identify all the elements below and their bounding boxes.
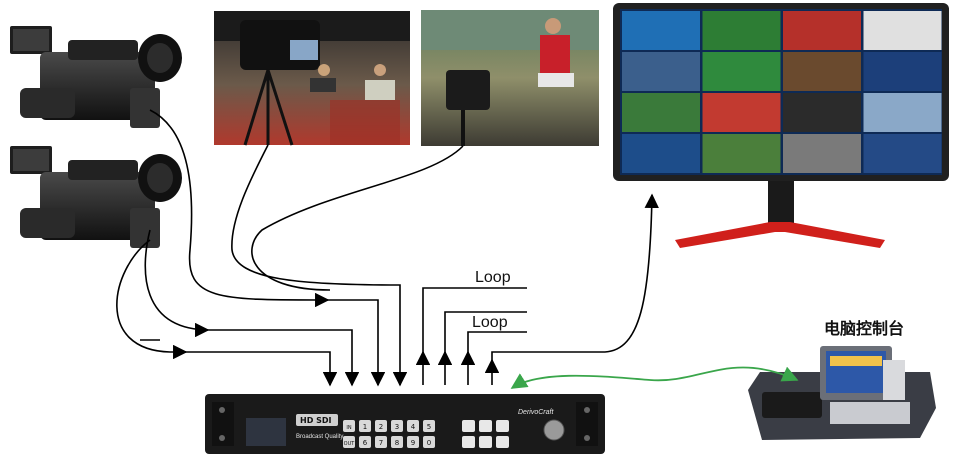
input-cables xyxy=(116,109,464,387)
video-wall-tile xyxy=(702,52,781,91)
keypad-key[interactable] xyxy=(359,436,371,448)
keypad-key[interactable] xyxy=(375,436,387,448)
function-key[interactable] xyxy=(496,436,509,448)
loop-cables xyxy=(415,287,527,385)
video-wall-tile xyxy=(783,93,861,132)
camcorder-icon xyxy=(10,26,182,128)
jog-knob xyxy=(543,419,565,441)
cable-direction-arrows xyxy=(173,292,330,360)
device-brand-badge: HD SDI xyxy=(300,416,332,425)
video-wall-tile xyxy=(702,93,781,132)
keypad-key[interactable] xyxy=(423,436,435,448)
video-wall-tile xyxy=(783,134,861,173)
keypad-key-label: IN xyxy=(346,425,351,431)
video-wall-tile xyxy=(622,52,700,91)
device-logo: DerivoCraft xyxy=(518,409,554,416)
monitor-output-cable xyxy=(491,193,659,385)
video-wall-tile xyxy=(863,93,942,132)
keypad-key-label: 2 xyxy=(379,423,383,431)
video-wall-tile xyxy=(863,52,942,91)
function-key[interactable] xyxy=(479,420,492,432)
keypad-key-label: OUT xyxy=(344,441,356,447)
keypad-key[interactable] xyxy=(343,420,355,432)
video-wall-tile xyxy=(622,93,700,132)
camcorder-icon xyxy=(10,146,182,248)
keypad-key-label: 9 xyxy=(411,439,415,447)
monitor-icon xyxy=(613,3,949,248)
video-wall-tile xyxy=(702,11,781,50)
video-wall-tile xyxy=(863,11,942,50)
video-wall-tile xyxy=(783,11,861,50)
keypad-key-label: 6 xyxy=(363,439,368,447)
keypad-key-label: 5 xyxy=(427,423,431,431)
keypad-key-label: 1 xyxy=(363,423,367,431)
control-link-cable xyxy=(510,366,799,389)
keypad-key[interactable] xyxy=(391,420,403,432)
keypad-key-label: 0 xyxy=(427,439,431,447)
computer-console-icon xyxy=(748,346,936,440)
loop-label-1: Loop xyxy=(475,269,511,286)
keypad-key[interactable] xyxy=(375,420,387,432)
control-station-label: 电脑控制台 xyxy=(824,319,904,338)
keypad-key-label: 3 xyxy=(395,423,399,431)
function-key[interactable] xyxy=(496,420,509,432)
video-wall-tile xyxy=(863,134,942,173)
video-wall-tile xyxy=(702,134,781,173)
video-wall-tile xyxy=(622,134,700,173)
keypad-key[interactable] xyxy=(407,436,419,448)
outdoor-camera-photo xyxy=(421,10,599,146)
keypad-key-label: 7 xyxy=(379,439,383,447)
keypad-key-label: 4 xyxy=(411,423,416,431)
function-key[interactable] xyxy=(462,436,475,448)
video-wall-tile xyxy=(622,11,700,50)
keypad-key[interactable] xyxy=(407,420,419,432)
keypad-key-label: 8 xyxy=(395,439,399,447)
video-wall-tile xyxy=(783,52,861,91)
keypad-key[interactable] xyxy=(391,436,403,448)
function-key[interactable] xyxy=(479,436,492,448)
device-subtitle: Broadcast Quality xyxy=(296,434,343,440)
function-key[interactable] xyxy=(462,420,475,432)
studio-camera-photo xyxy=(214,11,410,146)
keypad-key[interactable] xyxy=(423,420,435,432)
keypad-key[interactable] xyxy=(359,420,371,432)
loop-label-2: Loop xyxy=(472,314,508,331)
keypad-key[interactable] xyxy=(343,436,355,448)
